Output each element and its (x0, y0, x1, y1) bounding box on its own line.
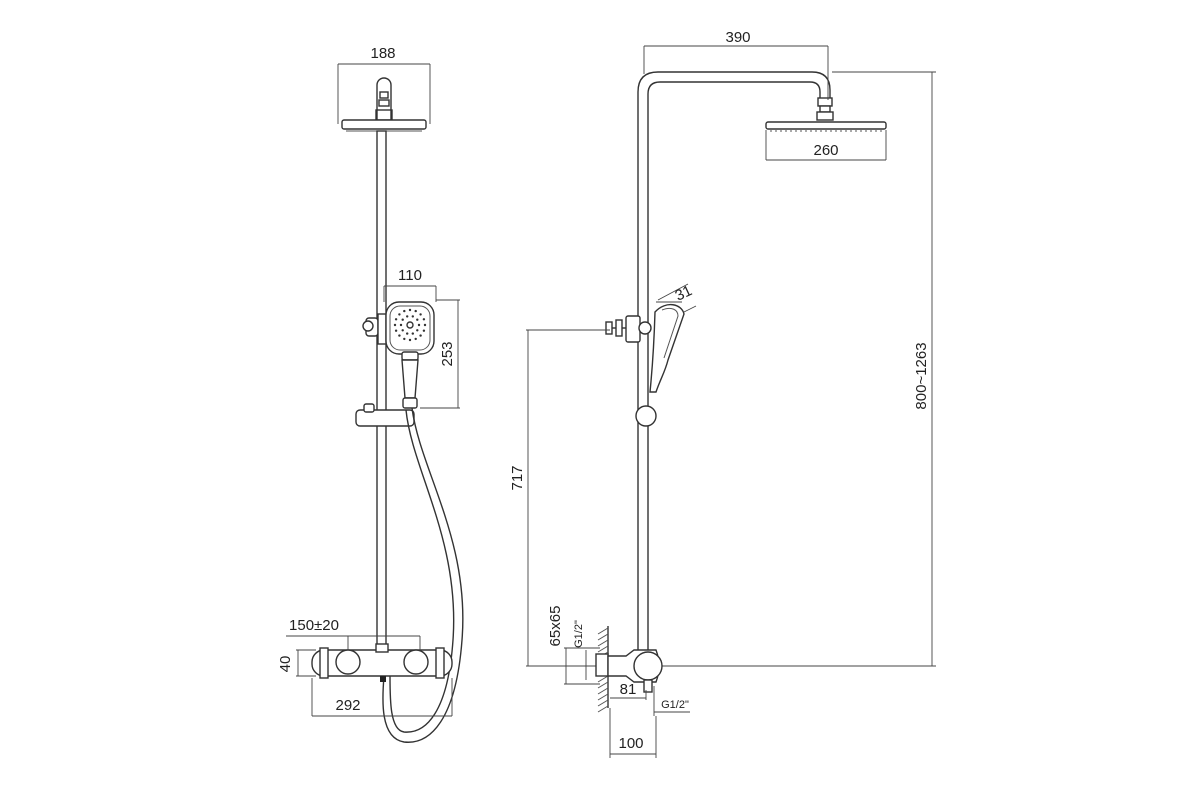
spray-nozzle (393, 323, 397, 327)
hand-holder-front (362, 313, 387, 345)
label-outlet-thread: G1/2" (661, 699, 689, 711)
spray-nozzle (416, 318, 419, 321)
label-inlet-thread: G1/2" (573, 620, 585, 648)
label-hand-angle: 31 (672, 282, 694, 304)
spray-nozzle (423, 323, 427, 327)
wall-hatch-line (597, 699, 609, 707)
dim-flange-size: 65x65 (547, 606, 600, 685)
label-arm-reach: 390 (725, 29, 750, 46)
rain-head-side (765, 121, 887, 132)
spray-nozzle (406, 315, 409, 318)
wall-hatch-line (597, 693, 609, 701)
dim-inlet-spacing: 150±20 (286, 617, 421, 650)
hose-front (382, 407, 464, 743)
spray-nozzle (406, 332, 409, 335)
label-total-depth: 100 (618, 735, 643, 752)
dim-inlet-thread: G1/2" (573, 620, 587, 680)
dim-hand-angle: 31 (657, 282, 697, 313)
wall-hatch-line (597, 633, 609, 641)
spray-nozzle (394, 318, 398, 321)
wall-hatch-line (597, 681, 609, 689)
dim-outlet-thread: G1/2" (653, 686, 690, 716)
wall-hatch-line (597, 687, 609, 695)
hand-shower-front (385, 301, 435, 409)
spray-nozzle (422, 318, 426, 321)
mixer-front (311, 643, 453, 682)
hand-shower-side (649, 301, 685, 393)
dim-rain-width: 188 (337, 45, 431, 124)
slide-bracket-side (635, 405, 657, 427)
spray-nozzle (398, 334, 401, 337)
label-hand-width: 110 (398, 267, 422, 284)
spray-nozzle (403, 309, 406, 313)
dim-mixer-height: 40 (277, 649, 316, 677)
spray-nozzle (416, 329, 419, 332)
dim-total-depth: 100 (609, 708, 657, 758)
spray-nozzle (394, 329, 398, 332)
spray-nozzle (417, 323, 421, 327)
wall-hatch-line (597, 639, 609, 647)
spray-nozzle (401, 329, 404, 332)
label-height-range: 800~1263 (913, 342, 930, 409)
dim-mixer-width: 292 (311, 678, 453, 717)
label-inlet-spacing: 150±20 (289, 617, 339, 634)
spray-nozzle (401, 318, 404, 321)
spray-nozzle (422, 329, 426, 332)
dim-hand-size: 110 253 (383, 267, 460, 409)
wall-hatch-line (597, 705, 609, 713)
spray-nozzle (419, 313, 422, 316)
label-rain-width: 188 (370, 45, 395, 62)
riser-arm-side (637, 71, 834, 650)
label-wall-offset: 81 (620, 681, 637, 698)
rain-head-front (341, 77, 427, 132)
spray-nozzle (403, 337, 406, 341)
dim-height-range: 800~1263 (660, 71, 936, 667)
spray-nozzle (399, 323, 403, 327)
spray-nozzle (414, 309, 417, 313)
spray-nozzle (411, 332, 414, 335)
label-mixer-width: 292 (335, 697, 360, 714)
spray-nozzle (419, 334, 422, 337)
hand-holder-side (605, 315, 652, 343)
spray-nozzle (408, 308, 412, 312)
dim-arm-reach: 390 (643, 29, 829, 100)
label-mixer-height: 40 (277, 656, 294, 673)
spray-nozzle (411, 315, 414, 318)
dim-holder-height: 717 (509, 329, 610, 667)
wall-hatch-line (597, 627, 609, 635)
spray-nozzle (414, 337, 417, 341)
wall-hatch-line (597, 645, 609, 653)
spray-nozzle (408, 338, 412, 342)
front-view: 188 110 (277, 45, 464, 743)
slide-bracket-front (355, 403, 415, 427)
spray-nozzle (398, 313, 401, 316)
dim-rain-diameter: 260 (765, 130, 887, 161)
label-rain-diameter: 260 (813, 142, 838, 159)
label-holder-height: 717 (509, 465, 526, 490)
mixer-side (595, 649, 663, 693)
dim-wall-offset: 81 (610, 681, 647, 700)
side-view: 390 260 800~1263 (509, 29, 936, 758)
riser-front (376, 130, 387, 652)
label-hand-height: 253 (439, 341, 456, 366)
wall-hatch-line (597, 675, 609, 683)
label-flange-size: 65x65 (547, 606, 564, 647)
